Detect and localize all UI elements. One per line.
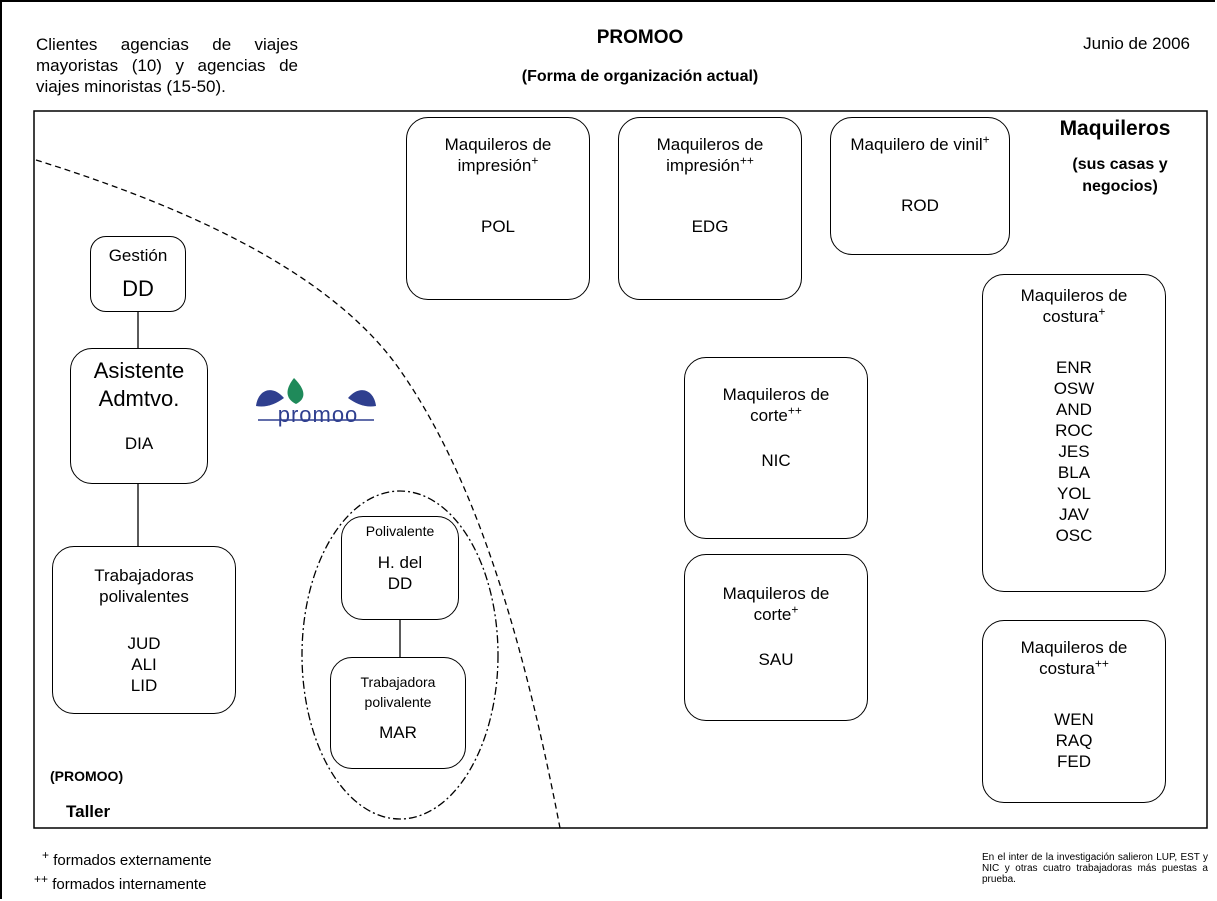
maquilero-code: ENR — [1056, 358, 1092, 377]
inner-region-border — [33, 110, 1208, 829]
maquileros-codes: WEN RAQ FED — [983, 709, 1165, 772]
maquilero-code: POL — [480, 217, 516, 236]
legend-internal-mark: ++ — [34, 872, 49, 886]
maquilero-code: FED — [1057, 752, 1091, 771]
maquilero-code: SAU — [758, 650, 794, 669]
polivalente-group-ellipse — [301, 490, 499, 820]
asistente-box: Asistente Admtvo. DIA — [70, 348, 208, 484]
page-title: PROMOO — [596, 27, 684, 48]
date-text: Junio de 2006 — [1083, 34, 1190, 53]
maquileros-corte-box-1: Maquileros de corte++ NIC — [684, 357, 868, 539]
gestion-code: DD — [122, 276, 154, 301]
maquileros-costura-box-2: Maquileros de costura++ WEN RAQ FED — [982, 620, 1166, 803]
trabajadora-box: Trabajadora polivalente MAR — [330, 657, 466, 769]
trabajadora-title: Trabajadora polivalente — [360, 674, 436, 710]
maquilero-code: YOL — [1056, 484, 1092, 503]
taller-boundary-dashed — [35, 159, 561, 829]
maquileros-impresion-box-1: Maquileros de impresión+ POL — [406, 117, 590, 300]
maquilero-code: RAQ — [1055, 731, 1093, 750]
maquileros-title-text: Maquilero de vinil — [850, 135, 983, 154]
polivalente-title: Polivalente — [365, 523, 435, 539]
trabajadora-code: MAR — [379, 723, 417, 742]
asistente-title: Asistente Admtvo. — [93, 358, 185, 411]
maquileros-title: Maquileros — [1059, 117, 1171, 140]
maquileros-title: Maquileros de impresión++ — [619, 134, 801, 176]
promoo-label: (PROMOO) — [50, 768, 124, 784]
training-mark: ++ — [739, 153, 754, 168]
legend-internal-text: formados internamente — [52, 876, 207, 893]
page-subtitle: (Forma de organización actual) — [521, 68, 759, 85]
maquilero-code: BLA — [1057, 463, 1091, 482]
maquilero-code: OSC — [1055, 526, 1093, 545]
maquileros-codes: NIC — [685, 450, 867, 471]
logo-text: promoo — [277, 402, 359, 427]
training-mark: + — [531, 153, 539, 168]
maquileros-title: Maquilero de vinil+ — [831, 132, 1009, 155]
trabajadoras-title: Trabajadoras polivalentes — [94, 566, 194, 606]
maquileros-title-text: Maquileros de corte — [722, 385, 830, 425]
maquileros-codes: POL — [407, 216, 589, 237]
maquileros-title-text: Maquileros de impresión — [656, 135, 764, 175]
maquileros-title: Maquileros de corte++ — [685, 384, 867, 426]
promoo-logo: promoo — [246, 376, 386, 436]
legend-external-text: formados externamente — [53, 852, 212, 869]
maquilero-code: WEN — [1054, 710, 1094, 729]
trabajadora-code: JUD — [127, 634, 161, 653]
maquileros-codes: ROD — [831, 195, 1009, 216]
maquileros-title-text: Maquileros de costura — [1020, 286, 1128, 326]
maquileros-codes: SAU — [685, 649, 867, 670]
trabajadora-code: LID — [130, 676, 158, 695]
asistente-code: DIA — [124, 434, 154, 453]
maquilero-code: ROC — [1055, 421, 1093, 440]
logo-icon — [256, 378, 376, 421]
trabajadora-code: ALI — [131, 655, 157, 674]
research-note: En el inter de la investigación salieron… — [982, 852, 1208, 885]
maquilero-code: JAV — [1059, 505, 1089, 524]
maquileros-title-text: Maquileros de impresión — [444, 135, 552, 175]
maquilero-code: OSW — [1053, 379, 1095, 398]
training-mark: ++ — [1094, 656, 1109, 671]
maquileros-title: Maquileros de corte+ — [685, 583, 867, 625]
trabajadoras-box: Trabajadoras polivalentes JUD ALI LID — [52, 546, 236, 714]
training-mark: + — [791, 602, 799, 617]
maquilero-code: JES — [1058, 442, 1090, 461]
training-mark: + — [1098, 304, 1106, 319]
trabajadoras-codes: JUD ALI LID — [53, 633, 235, 696]
maquileros-title: Maquileros de costura+ — [983, 285, 1165, 327]
gestion-box: Gestión DD — [90, 236, 186, 312]
legend-internal: ++ formados internamente — [34, 873, 207, 893]
legend-external: + formados externamente — [42, 849, 212, 869]
maquilero-code: NIC — [761, 451, 791, 470]
taller-label: Taller — [66, 802, 111, 821]
maquileros-title-text: Maquileros de corte — [722, 584, 830, 624]
legend-external-mark: + — [42, 848, 50, 862]
maquileros-title: Maquileros de costura++ — [983, 637, 1165, 679]
maquileros-subtitle: (sus casas y negocios) — [1072, 156, 1168, 195]
maquileros-codes: ENR OSW AND ROC JES BLA YOL JAV OSC — [983, 357, 1165, 546]
training-mark: ++ — [787, 403, 802, 418]
maquilero-code: ROD — [901, 196, 939, 215]
maquileros-impresion-box-2: Maquileros de impresión++ EDG — [618, 117, 802, 300]
maquileros-codes: EDG — [619, 216, 801, 237]
clients-text: Clientes agencias de viajes mayoristas (… — [36, 35, 298, 96]
maquilero-code: AND — [1056, 400, 1092, 419]
maquileros-costura-box-1: Maquileros de costura+ ENR OSW AND ROC JES BLA… — [982, 274, 1166, 592]
polivalente-box: Polivalente H. del DD — [341, 516, 459, 620]
gestion-title: Gestión — [108, 246, 168, 265]
polivalente-code: H. del DD — [377, 553, 423, 593]
maquilero-vinil-box: Maquilero de vinil+ ROD — [830, 117, 1010, 255]
maquileros-title: Maquileros de impresión+ — [407, 134, 589, 176]
training-mark: + — [982, 132, 990, 147]
maquileros-corte-box-2: Maquileros de corte+ SAU — [684, 554, 868, 721]
maquileros-title-text: Maquileros de costura — [1020, 638, 1128, 678]
maquilero-code: EDG — [691, 217, 729, 236]
